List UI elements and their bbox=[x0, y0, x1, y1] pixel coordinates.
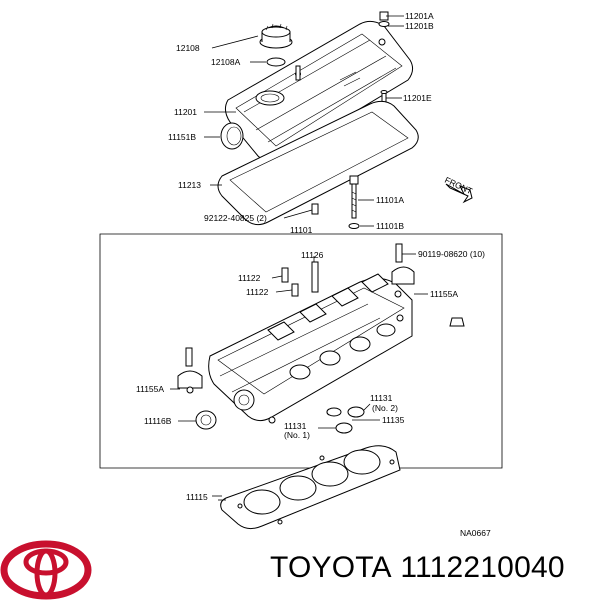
callout-11131-no1-sub: (No. 1) bbox=[284, 430, 310, 440]
plug-no2 bbox=[347, 406, 365, 418]
plug-ring bbox=[326, 407, 342, 417]
callout-11101: 11101 bbox=[290, 225, 313, 235]
callout-11155A-left: 11155A bbox=[136, 384, 164, 394]
callout-11135: 11135 bbox=[382, 415, 405, 425]
callout-11101A: 11101A bbox=[376, 195, 404, 205]
callout-11201A: 11201A bbox=[405, 11, 434, 21]
callout-labels: 11201A 11201B 12108 12108A 11201E 11201 … bbox=[136, 11, 491, 538]
plug bbox=[311, 261, 319, 293]
callout-11131-no1: 11131 bbox=[284, 421, 307, 431]
callout-11116B: 11116B bbox=[144, 416, 172, 426]
callout-11131-no2: 11131 bbox=[370, 393, 393, 403]
diagram-code: NA0667 bbox=[460, 528, 491, 538]
nut bbox=[449, 317, 465, 327]
cam-seal bbox=[195, 410, 217, 430]
valve-guide bbox=[291, 283, 299, 297]
callout-11115: 11115 bbox=[186, 492, 208, 502]
callout-11155A-right: 11155A bbox=[430, 289, 458, 299]
callout-11201B: 11201B bbox=[405, 21, 434, 31]
callout-11201E: 11201E bbox=[403, 93, 432, 103]
cover-bolt bbox=[378, 11, 390, 27]
bearing-cap bbox=[177, 370, 203, 389]
cover-gasket bbox=[217, 100, 419, 226]
callout-front: FRONT bbox=[443, 175, 474, 196]
callout-11122-upper: 11122 bbox=[238, 273, 261, 283]
cap-gasket bbox=[266, 57, 286, 67]
head-gasket bbox=[220, 445, 401, 530]
callout-12108A: 12108A bbox=[211, 57, 241, 67]
toyota-logo-icon bbox=[0, 540, 92, 600]
oil-seal bbox=[220, 122, 244, 150]
valve-cover bbox=[224, 20, 414, 162]
brand-caption: TOYOTA 1112210040 bbox=[270, 548, 590, 588]
callout-11131-no2-sub: (No. 2) bbox=[372, 403, 398, 413]
valve-guide bbox=[281, 267, 289, 283]
oil-filler-cap bbox=[259, 23, 293, 49]
bearing-cap bbox=[391, 266, 415, 285]
cap-bolt bbox=[395, 243, 403, 263]
callout-90119-08620: 90119-08620 (10) bbox=[418, 249, 485, 259]
callout-12108: 12108 bbox=[176, 43, 200, 53]
callout-11126: 11126 bbox=[301, 250, 324, 260]
brand-name: TOYOTA bbox=[270, 551, 392, 584]
assembly-frame bbox=[99, 233, 503, 469]
callout-11201: 11201 bbox=[174, 107, 197, 117]
stud bbox=[295, 65, 301, 81]
callout-11101B: 11101B bbox=[376, 221, 404, 231]
callout-11122-lower: 11122 bbox=[246, 287, 269, 297]
callout-11151B: 11151B bbox=[168, 132, 196, 142]
part-number: 1112210040 bbox=[400, 551, 565, 584]
cylinder-head bbox=[208, 273, 413, 424]
head-bolt bbox=[348, 175, 360, 229]
plug-no1 bbox=[335, 422, 353, 434]
callout-92122-40825: 92122-40825 (2) bbox=[204, 213, 267, 223]
leader-lines bbox=[170, 15, 428, 501]
pin bbox=[311, 203, 319, 215]
front-arrow-icon bbox=[445, 183, 473, 204]
callout-11213: 11213 bbox=[178, 180, 201, 190]
cap-bolt bbox=[185, 347, 193, 367]
